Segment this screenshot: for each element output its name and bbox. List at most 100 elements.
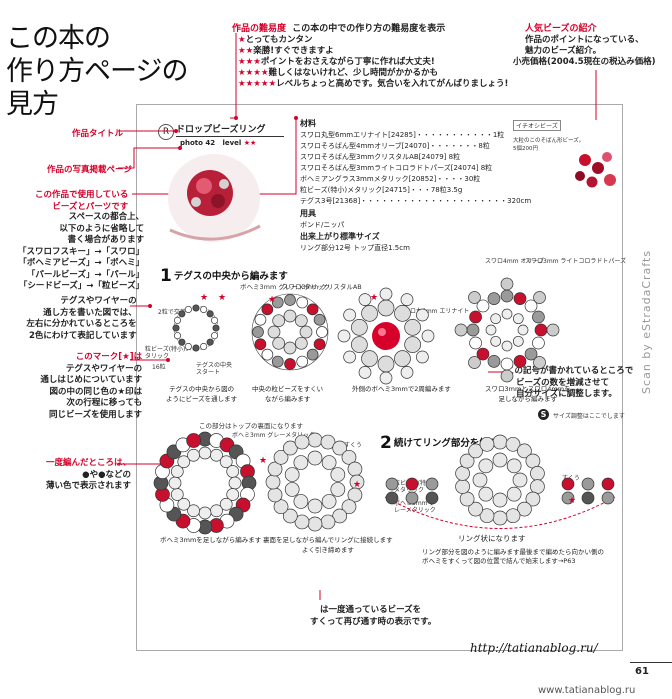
label-swaro3: スワロ3mm クリスタルAB bbox=[282, 283, 362, 291]
bead bbox=[172, 324, 180, 332]
bead bbox=[284, 358, 296, 370]
bead bbox=[200, 342, 208, 351]
bead bbox=[198, 506, 212, 520]
bead bbox=[490, 335, 502, 347]
bead bbox=[282, 508, 298, 524]
bead bbox=[206, 338, 214, 346]
bead bbox=[343, 350, 356, 364]
material-item: スワロそろばん型3mmライトコロラドトパーズ[24074] 8粒 bbox=[300, 164, 493, 172]
bead bbox=[206, 310, 214, 318]
size-badge-text: サイズ調整はここでします bbox=[553, 413, 625, 420]
bead bbox=[265, 474, 281, 490]
bead bbox=[500, 277, 514, 291]
bead bbox=[476, 299, 490, 313]
bead bbox=[530, 466, 545, 481]
bead bbox=[485, 324, 497, 336]
bead bbox=[267, 487, 283, 503]
bead bbox=[454, 323, 468, 337]
bead bbox=[294, 514, 310, 530]
once-notes: 一度編んだところは、 ●や●などの 薄い色で表示されます bbox=[46, 458, 132, 491]
bead bbox=[184, 305, 192, 314]
bead bbox=[505, 436, 521, 452]
bead bbox=[351, 336, 368, 354]
bead bbox=[261, 303, 274, 316]
bead bbox=[341, 499, 357, 515]
bead bbox=[534, 323, 548, 337]
bead bbox=[416, 308, 429, 322]
bead bbox=[307, 516, 323, 532]
bead bbox=[513, 355, 527, 368]
star-icon: ★★ bbox=[238, 46, 254, 56]
bead bbox=[468, 356, 481, 369]
bead bbox=[500, 357, 514, 371]
bead bbox=[267, 461, 283, 477]
bead bbox=[530, 479, 545, 494]
bead bbox=[198, 446, 212, 460]
bead bbox=[361, 304, 378, 322]
bead bbox=[469, 336, 482, 350]
difficulty-row: ★とってもカンタン bbox=[238, 35, 313, 45]
bead bbox=[273, 499, 289, 515]
ring-category-icon: R bbox=[158, 124, 174, 140]
bead bbox=[459, 453, 475, 469]
bead bbox=[517, 501, 532, 517]
difficulty-row: ★★楽勝!すぐできますよ bbox=[238, 46, 334, 56]
wire-notes: テグスやワイヤーの 通し方を書いた図では、 左右に分かれているところを 2色にわ… bbox=[26, 296, 137, 341]
bead bbox=[178, 310, 186, 318]
bead bbox=[306, 303, 319, 316]
ring-photo bbox=[168, 154, 261, 242]
bead bbox=[200, 305, 208, 314]
bead bbox=[347, 461, 363, 477]
bead bbox=[479, 436, 495, 452]
label-2-cross: 2粒で交差 bbox=[158, 309, 186, 316]
difficulty-row: ★★★★★レベルちょっと高めです。気合いを入れてがんばりましょう! bbox=[238, 79, 509, 89]
bead bbox=[524, 299, 538, 313]
bead bbox=[490, 313, 502, 325]
bead bbox=[283, 309, 297, 323]
svg-text:★: ★ bbox=[268, 295, 276, 305]
bead bbox=[252, 326, 264, 338]
bead bbox=[492, 492, 508, 508]
caption-b: 中央の粒ビーズをすくいながら編みます bbox=[252, 385, 324, 403]
label-16: 16粒 bbox=[152, 364, 166, 371]
bead bbox=[394, 350, 411, 368]
bead bbox=[421, 329, 435, 343]
bead bbox=[186, 433, 201, 448]
bead bbox=[284, 482, 300, 497]
page-number: 61 bbox=[635, 666, 649, 677]
star-icon: ★★★ bbox=[238, 57, 261, 67]
bead bbox=[313, 338, 326, 351]
bead bbox=[517, 324, 529, 336]
footer-url[interactable]: http://tatianablog.ru/ bbox=[470, 641, 598, 655]
bead bbox=[455, 466, 470, 481]
bead bbox=[210, 332, 219, 340]
caption-left: ボヘミ3mmを足しながら編みます bbox=[160, 536, 262, 544]
bead bbox=[282, 440, 298, 456]
bead bbox=[400, 293, 414, 306]
bead bbox=[459, 491, 475, 507]
label-grey-bohemi: ボヘミ3mm グレーメタリック bbox=[232, 432, 316, 439]
bead bbox=[479, 508, 495, 524]
popular-line: 小売価格(2004.5現在の税込み価格) bbox=[513, 57, 656, 67]
bead bbox=[313, 313, 326, 326]
bead bbox=[379, 287, 393, 301]
svg-text:★: ★ bbox=[200, 293, 208, 303]
bead bbox=[296, 296, 309, 309]
material-item: 粒ビーズ(特小)メタリック[24715]・・・78粒3.5g bbox=[300, 186, 463, 194]
bead bbox=[492, 510, 508, 526]
bead bbox=[492, 434, 508, 450]
bead bbox=[478, 486, 494, 502]
bead bbox=[476, 347, 490, 361]
bead bbox=[296, 355, 309, 368]
svg-text:★: ★ bbox=[370, 293, 378, 303]
bead bbox=[337, 329, 351, 343]
star-icon: ★★★★★ bbox=[238, 79, 277, 89]
bead bbox=[361, 350, 378, 368]
popular-line: 魅力のビーズ紹介。 bbox=[525, 46, 602, 56]
label-tegusu-bead: 粒ビーズ(特小)メタリック bbox=[145, 346, 192, 360]
bead bbox=[210, 504, 223, 518]
popular-line: 作品のポイントになっている、 bbox=[525, 35, 644, 45]
bead bbox=[468, 291, 481, 304]
bead bbox=[307, 432, 323, 448]
